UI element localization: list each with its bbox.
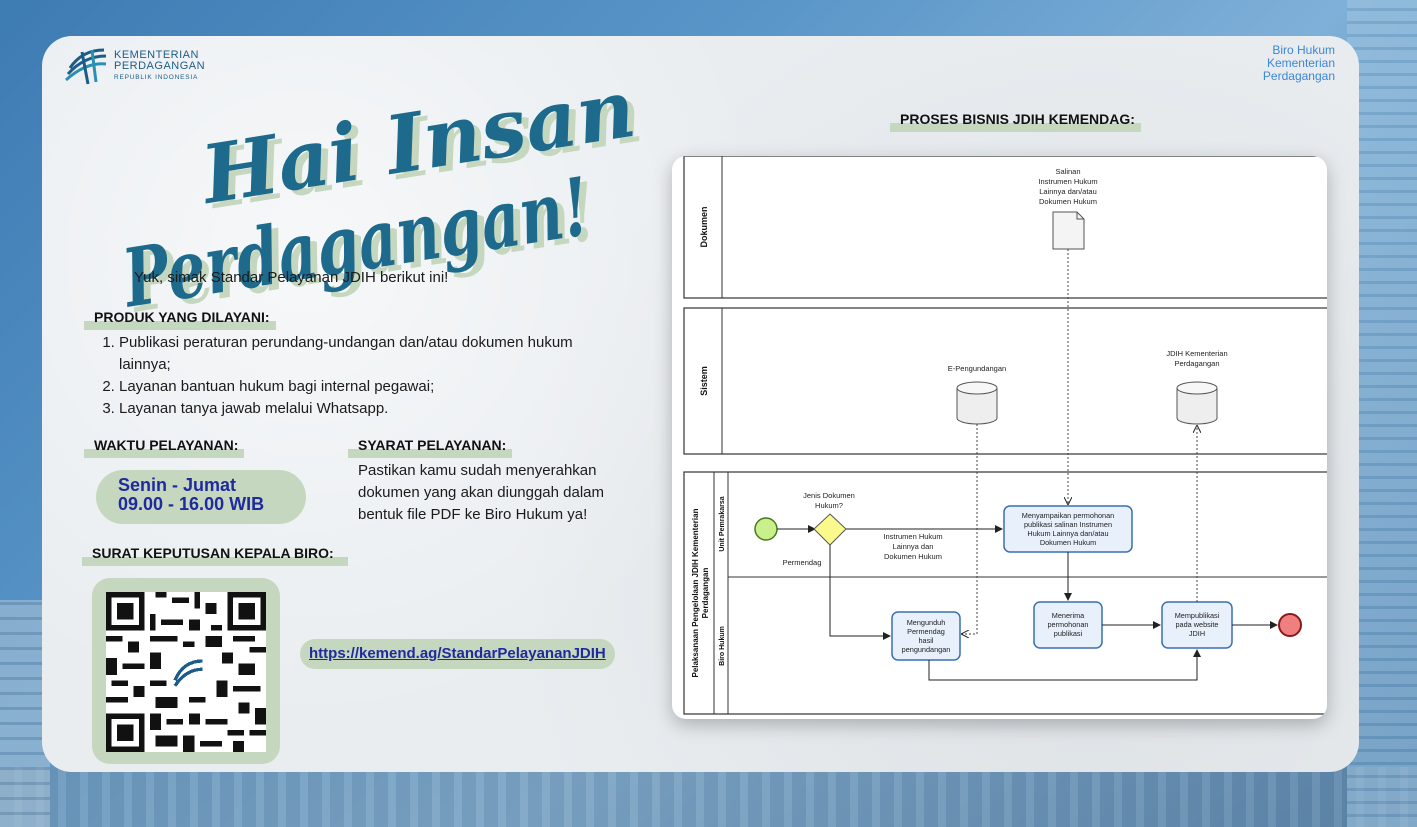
node-document: Salinan Instrumen Hukum Lainnya dan/atau… [1038,167,1098,250]
lane-label-sistem: Sistem [699,366,709,396]
node-db-jdih: JDIH Kementerian Perdagangan [1166,349,1228,425]
syarat-text: Pastikan kamu sudah menyerahkan dokumen … [358,462,605,523]
pool-pengelolaan [683,471,1327,715]
doc-label-4: Dokumen Hukum [1039,197,1097,206]
produk-item-1: Publikasi peraturan perundang-undangan d… [119,332,619,376]
task3-label-3: publikasi [1054,629,1083,638]
db2-label-1: JDIH Kementerian [1166,349,1227,358]
syarat-title: SYARAT PELAYANAN: [348,434,513,458]
doc-label-2: Instrumen Hukum [1038,177,1097,186]
task-menyampaikan: Menyampaikan permohonan publikasi salina… [1003,505,1133,553]
qr-frame [92,578,280,764]
headline: Hai Insan Hai Insan Perdagangan! Perdaga… [84,58,648,331]
pool-label-line1: Pelaksanaan Pengelolaan JDIH Kementerian [691,508,700,677]
db2-label-2: Perdagangan [1174,359,1219,368]
db1-label: E-Pengundangan [948,364,1006,373]
task1-label-1: Menyampaikan permohonan [1022,511,1114,520]
bpmn-diagram-graphic: Dokumen Sistem Pelaksanaan Pengelolaan J… [683,156,1327,715]
end-event [1278,613,1302,637]
gateway-label-1: Jenis Dokumen [803,491,855,500]
produk-title: PRODUK YANG DILAYANI: [84,306,276,330]
gateway-label-2: Hukum? [815,501,843,510]
task-mengunduh: Mengunduh Permendag hasil pengundangan [891,611,961,661]
subtitle: Yuk, simak Standar Pelayanan JDIH beriku… [134,269,449,286]
process-title: PROSES BISNIS JDIH KEMENDAG: [890,108,1141,132]
produk-item-2: Layanan bantuan hukum bagi internal pega… [119,376,619,398]
qr-code-graphic [106,592,266,752]
standar-pelayanan-link[interactable]: https://kemend.ag/StandarPelayananJDIH [300,639,615,669]
pool-label-line2: Perdagangan [701,568,710,619]
flow1-label-2: Lainnya dan [893,542,934,551]
corner-line1: Biro Hukum [1272,43,1335,57]
produk-item-3: Layanan tanya jawab melalui Whatsapp. [119,398,619,420]
doc-label-1: Salinan [1055,167,1080,176]
lane-label-biro: Biro Hukum [719,626,726,666]
surat-title: SURAT KEPUTUSAN KEPALA BIRO: [82,542,348,566]
flow1-label-1: Instrumen Hukum [883,532,942,541]
node-db-epengundangan: E-Pengundangan [948,364,1006,425]
task1-label-4: Dokumen Hukum [1040,538,1096,547]
background-buildings [0,767,1417,827]
start-event [754,517,778,541]
bpmn-diagram: Dokumen Sistem Pelaksanaan Pengelolaan J… [672,156,1327,719]
service-days: Senin - Jumat [118,475,237,495]
produk-list: Publikasi peraturan perundang-undangan d… [102,332,619,420]
headline-graphic: Hai Insan Hai Insan Perdagangan! Perdaga… [115,61,648,331]
service-hours-badge: Senin - Jumat 09.00 - 16.00 WIB [96,470,306,524]
gateway-jenis-dokumen: Jenis Dokumen Hukum? [803,491,855,546]
doc-label-3: Lainnya dan/atau [1039,187,1097,196]
lane-label-dokumen: Dokumen [699,206,709,247]
ministry-logo: KEMENTERIAN PERDAGANGAN REPUBLIK INDONES… [64,46,205,86]
lane-label-unit: Unit Pemrakarsa [719,496,726,551]
main-card: KEMENTERIAN PERDAGANGAN REPUBLIK INDONES… [42,36,1359,772]
corner-line2: Kementerian [1266,56,1335,70]
flow2-label: Permendag [783,558,822,567]
task4-label-1: Mempublikasi [1175,611,1220,620]
task3-label-1: Menerima [1052,611,1085,620]
brand-line2: PERDAGANGAN [114,59,206,72]
task2-label-3: hasil [918,636,933,645]
service-hours: 09.00 - 16.00 WIB [118,494,265,514]
task2-label-1: Mengunduh [907,618,946,627]
task1-label-3: Hukum Lainnya dan/atau [1027,529,1108,538]
task2-label-2: Permendag [907,627,945,636]
corner-line3: Perdagangan [1262,69,1335,83]
task4-label-2: pada website [1175,620,1218,629]
brand-line1: KEMENTERIAN [114,48,199,61]
lane-dokumen [683,156,1327,299]
task1-label-2: publikasi salinan Instrumen [1024,520,1112,529]
task2-label-4: pengundangan [902,645,951,654]
task4-label-3: JDIH [1189,629,1205,638]
corner-label: Biro Hukum Kementerian Perdagangan [1263,44,1335,83]
task3-label-2: permohonan [1048,620,1089,629]
waktu-title: WAKTU PELAYANAN: [84,434,245,458]
lane-sistem [683,307,1327,455]
flow1-label-3: Dokumen Hukum [884,552,942,561]
qr-code[interactable] [106,592,266,752]
background-building-left [0,600,50,827]
brand-line3: REPUBLIK INDONESIA [114,73,199,81]
task-menerima: Menerima permohonan publikasi [1033,601,1103,649]
task-mempublikasi: Mempublikasi pada website JDIH [1161,601,1233,649]
ministry-emblem-icon [64,48,107,85]
